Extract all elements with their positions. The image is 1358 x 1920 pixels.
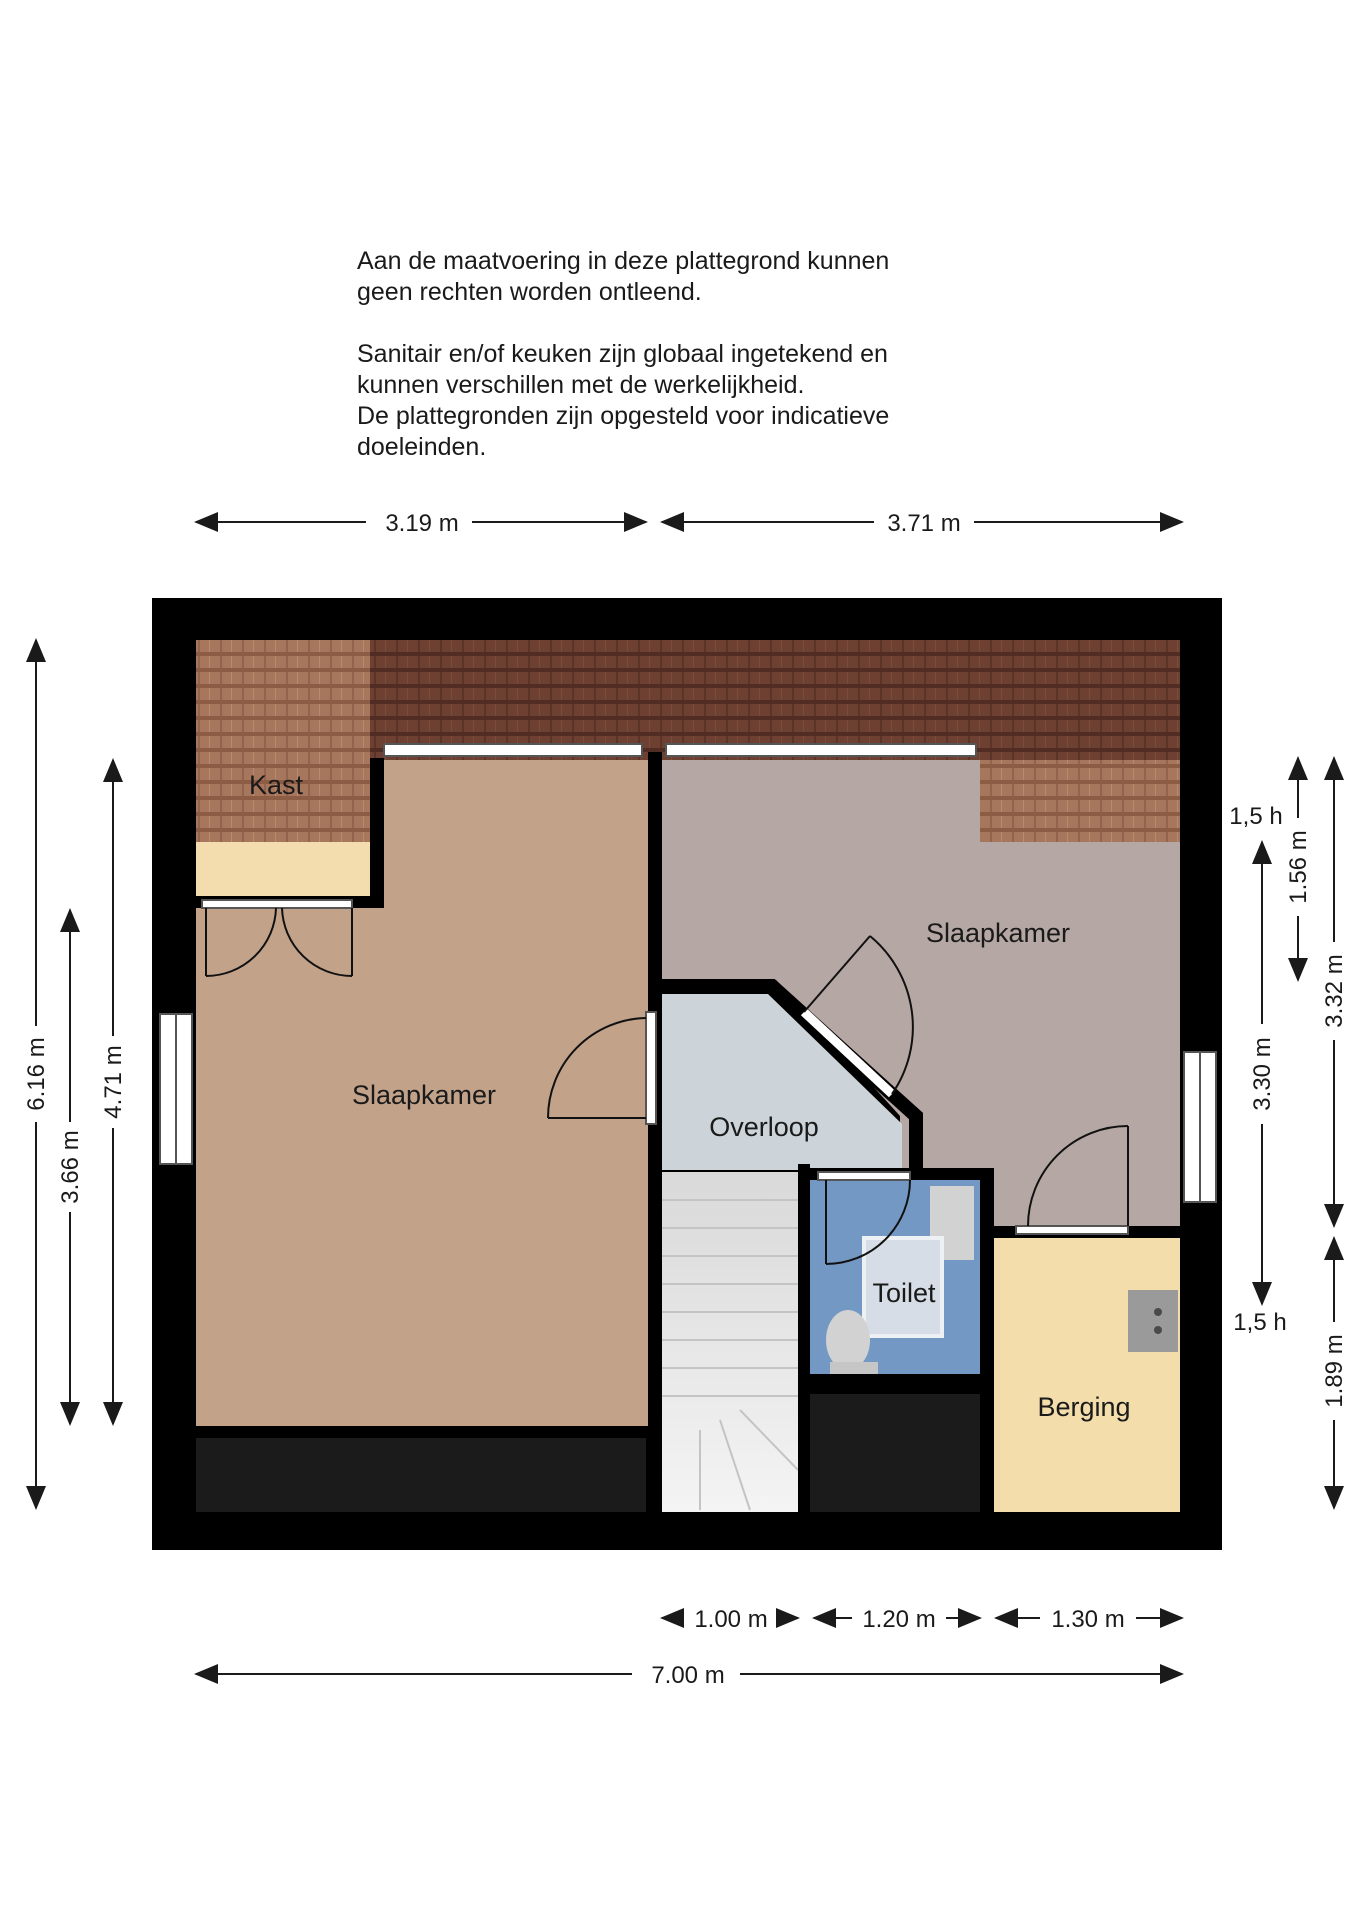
door-slaapkamer-right [800, 935, 914, 1098]
window-left-wall [159, 1013, 193, 1165]
room-label-slaapkamer-right: Slaapkamer [926, 918, 1070, 948]
dim-left-mid-label: 4.71 m [100, 1045, 127, 1118]
roof-tiles-dark [370, 640, 1180, 760]
dim-bottom-seg3-label: 1.30 m [1051, 1606, 1124, 1633]
disclaimer-line: doeleinden. [357, 433, 487, 461]
berging-appliance [1128, 1290, 1178, 1352]
window-top-left [383, 743, 643, 757]
disclaimer-line: De plattegronden zijn opgesteld voor ind… [357, 402, 890, 430]
overloop-floor [662, 994, 902, 1170]
kast-wall [370, 758, 384, 908]
dim-bottom-seg1-label: 1.00 m [694, 1606, 767, 1633]
dim-top-left-label: 3.19 m [385, 510, 458, 537]
disclaimer-line: geen rechten worden ontleend. [357, 278, 702, 306]
dim-right-330-label: 3.30 m [1249, 1037, 1276, 1110]
stair-steps [662, 1199, 799, 1511]
stairs-wall [798, 1164, 810, 1512]
disclaimer-line: kunnen verschillen met de werkelijkheid. [357, 371, 805, 399]
dim-bottom-seg2-label: 1.20 m [862, 1606, 935, 1633]
slaapkamer-left-wall [196, 1426, 648, 1438]
toilet-bowl [826, 1310, 870, 1370]
door-kast [201, 899, 353, 977]
room-label-berging: Berging [1037, 1392, 1130, 1422]
toilet-tank [830, 1362, 878, 1374]
roof-tiles-light [196, 640, 370, 842]
disclaimer-line: Sanitair en/of keuken zijn globaal inget… [357, 340, 888, 368]
center-wall [648, 752, 662, 1512]
storage-dark [810, 1394, 980, 1512]
room-label-slaapkamer-left: Slaapkamer [352, 1080, 496, 1110]
window-right-wall [1183, 1051, 1217, 1203]
dim-right-height-top: 1,5 h [1229, 803, 1282, 830]
dim-right-332-label: 3.32 m [1321, 954, 1348, 1027]
berging-floor [994, 1238, 1180, 1512]
room-label-toilet: Toilet [872, 1278, 936, 1308]
kast-shelf [196, 842, 370, 896]
toilet-wall [810, 1374, 980, 1386]
wardrobe-dark [196, 1438, 646, 1512]
disclaimer-line: Aan de maatvoering in deze plattegrond k… [357, 247, 890, 275]
door-slaapkamer-left [547, 1011, 657, 1125]
room-label-kast: Kast [249, 770, 304, 800]
window-top-right [665, 743, 977, 757]
toilet-wall [980, 1168, 994, 1514]
stairs [662, 1172, 798, 1512]
door-berging [1015, 1125, 1129, 1235]
room-label-overloop: Overloop [709, 1112, 819, 1142]
dim-right-156-label: 1.56 m [1285, 830, 1312, 903]
door-toilet [817, 1171, 911, 1265]
disclaimer-text: Aan de maatvoering in deze plattegrond k… [357, 246, 1057, 463]
appliance-knob [1154, 1326, 1162, 1334]
dim-right-189-label: 1.89 m [1321, 1334, 1348, 1407]
slaapkamer-left-floor [196, 908, 648, 1426]
dim-bottom-total-label: 7.00 m [651, 1662, 724, 1689]
dim-right-height-bottom: 1,5 h [1233, 1309, 1286, 1336]
dim-left-outer-label: 6.16 m [23, 1037, 50, 1110]
slaapkamer-right-floor [662, 760, 1180, 1236]
toilet-tiles [862, 1236, 944, 1338]
dim-left-inner-label: 3.66 m [57, 1130, 84, 1203]
roof-tiles-right [980, 760, 1180, 842]
appliance-knob [1154, 1308, 1162, 1316]
dim-top-right-label: 3.71 m [887, 510, 960, 537]
